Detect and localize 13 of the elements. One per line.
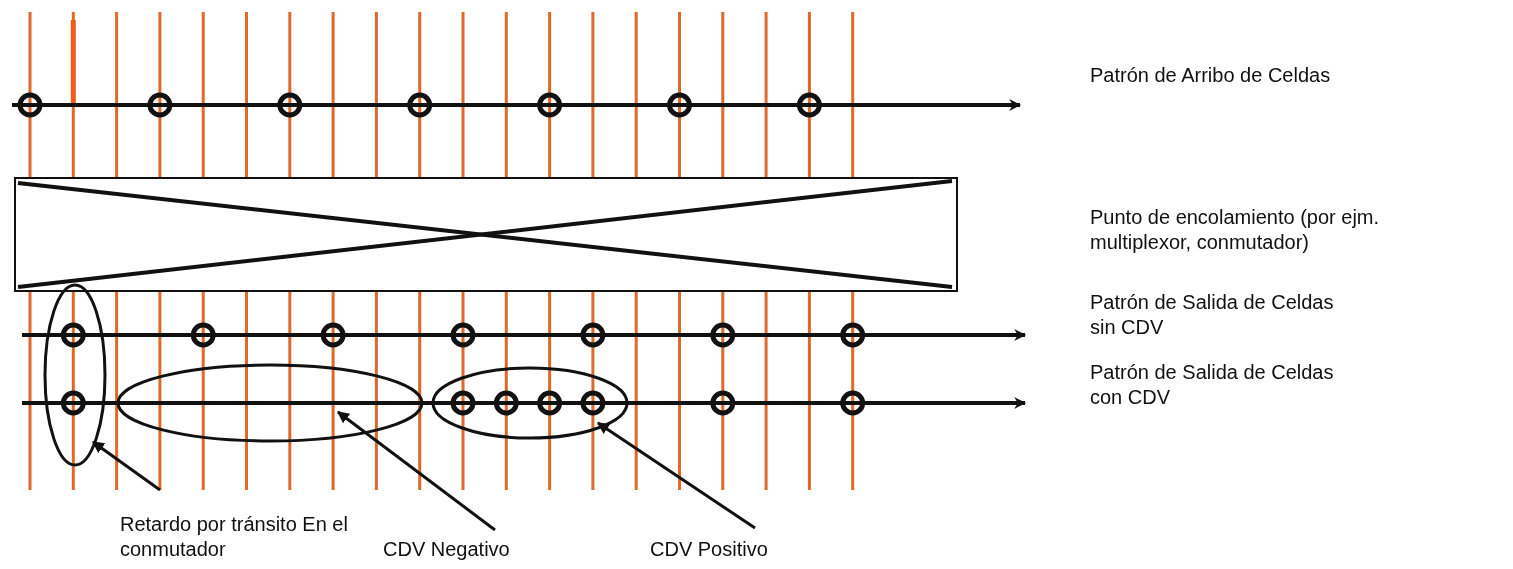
row-label: Patrón de Salida de Celdas con CDV — [1090, 360, 1335, 410]
callout-text: CDV Negativo — [383, 537, 543, 562]
row-label: Punto de encolamiento (por ejm. multiplexor, conmutador) — [1090, 205, 1381, 255]
row-label: Patrón de Salida de Celdas sin CDV — [1090, 290, 1335, 340]
callout-text: CDV Positivo — [650, 537, 810, 562]
leader-arrow — [597, 421, 756, 530]
group-ellipse — [431, 366, 629, 440]
row-label: Patrón de Arribo de Celdas — [1090, 63, 1332, 88]
group-ellipse — [116, 363, 424, 443]
leader-arrow — [92, 440, 161, 492]
group-ellipse — [43, 283, 107, 467]
leader-arrow — [337, 410, 496, 532]
callout-text: Retardo por tránsito En el conmutador — [120, 512, 350, 562]
